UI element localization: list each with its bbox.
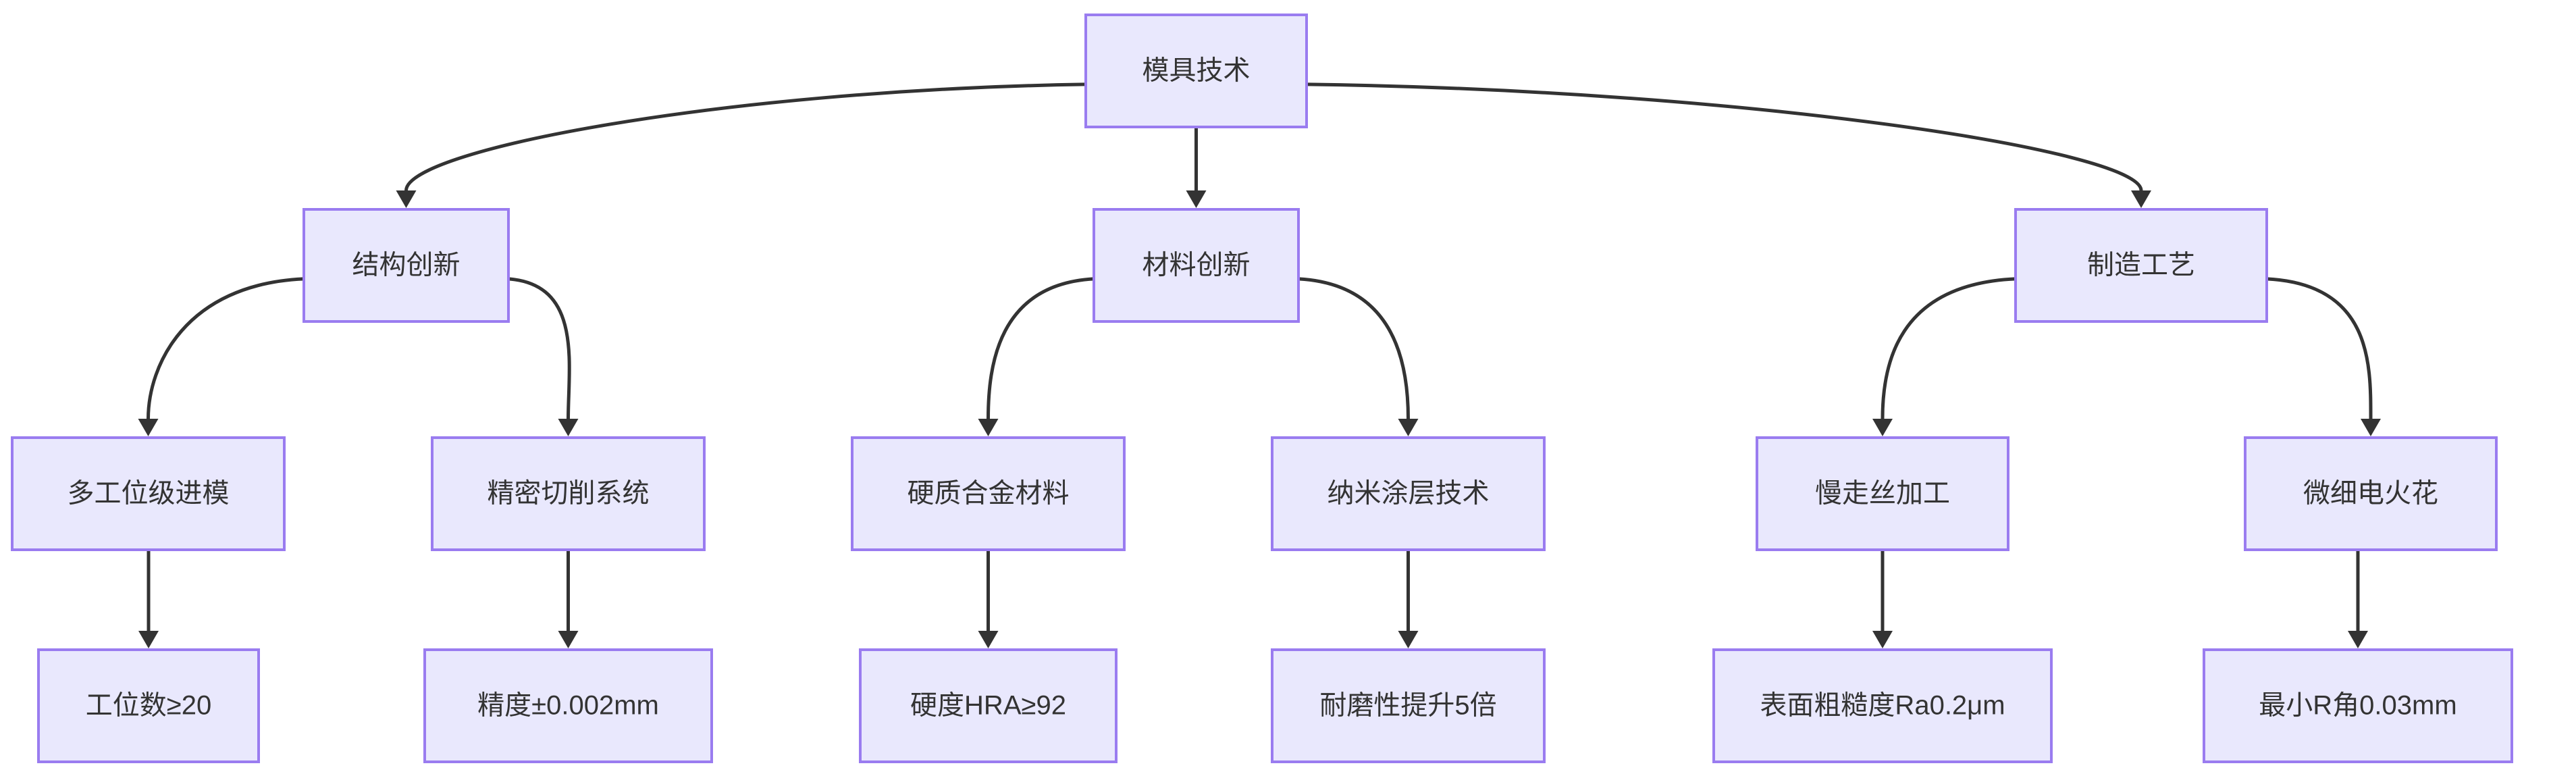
edge-n1-to-n5 — [508, 277, 579, 436]
node-label: 硬质合金材料 — [908, 479, 1070, 509]
edge-n6-to-n12 — [978, 550, 999, 648]
node-box[interactable] — [1271, 648, 1546, 763]
arrowhead-icon — [2131, 190, 2151, 208]
node-box[interactable] — [1756, 436, 2009, 551]
arrowhead-icon — [1186, 190, 1207, 208]
edge-n2-to-n7 — [1298, 277, 1419, 436]
node-label: 纳米涂层技术 — [1328, 479, 1490, 509]
edge-n1-to-n4 — [138, 277, 305, 436]
edge-line — [404, 82, 1086, 191]
node-label: 材料创新 — [1142, 251, 1251, 280]
edge-n5-to-n11 — [558, 550, 579, 648]
node-label: 精密切削系统 — [488, 479, 650, 509]
edge-n3-to-n8 — [1872, 277, 2016, 436]
node-label: 最小R角0.03mm — [2259, 691, 2456, 721]
node-n9[interactable]: 微细电火花 — [2244, 436, 2498, 551]
node-n6[interactable]: 硬质合金材料 — [851, 436, 1126, 551]
node-n8[interactable]: 慢走丝加工 — [1756, 436, 2009, 551]
arrowhead-icon — [1872, 631, 1893, 648]
edge-n4-to-n10 — [138, 550, 159, 648]
node-n12[interactable]: 硬度HRA≥92 — [859, 648, 1118, 763]
node-n7[interactable]: 纳米涂层技术 — [1271, 436, 1546, 551]
node-box[interactable] — [1712, 648, 2053, 763]
node-label: 结构创新 — [352, 251, 461, 280]
edge-line — [1881, 277, 2016, 419]
edge-line — [2266, 277, 2373, 419]
arrowhead-icon — [978, 419, 999, 436]
node-label: 微细电火花 — [2303, 479, 2438, 509]
arrowhead-icon — [138, 631, 159, 648]
edge-n7-to-n13 — [1398, 550, 1419, 648]
edge-line — [508, 277, 571, 419]
node-n11[interactable]: 精度±0.002mm — [423, 648, 713, 763]
edge-n2-to-n6 — [978, 277, 1095, 436]
node-n1[interactable]: 结构创新 — [303, 208, 510, 323]
node-box[interactable] — [851, 436, 1126, 551]
edge-line — [1306, 82, 2143, 191]
node-n0[interactable]: 模具技术 — [1084, 14, 1308, 128]
node-box[interactable] — [2014, 208, 2268, 323]
node-box[interactable] — [431, 436, 706, 551]
node-label: 制造工艺 — [2087, 251, 2195, 280]
node-label: 精度±0.002mm — [477, 691, 659, 721]
node-n3[interactable]: 制造工艺 — [2014, 208, 2268, 323]
node-label: 工位数≥20 — [86, 691, 211, 721]
edge-line — [147, 277, 305, 419]
node-n14[interactable]: 表面粗糙度Ra0.2μm — [1712, 648, 2053, 763]
arrowhead-icon — [138, 419, 159, 436]
arrowhead-icon — [558, 419, 579, 436]
edge-n3-to-n9 — [2266, 277, 2381, 436]
node-n4[interactable]: 多工位级进模 — [11, 436, 286, 551]
edge-n9-to-n15 — [2348, 550, 2368, 648]
edge-n0-to-n3 — [1306, 82, 2151, 208]
edge-line — [1298, 277, 1410, 419]
arrowhead-icon — [558, 631, 579, 648]
node-box[interactable] — [1271, 436, 1546, 551]
node-box[interactable] — [1084, 14, 1308, 128]
node-label: 表面粗糙度Ra0.2μm — [1760, 691, 2005, 721]
edge-n0-to-n1 — [396, 82, 1086, 208]
arrowhead-icon — [978, 631, 999, 648]
node-box[interactable] — [303, 208, 510, 323]
node-n5[interactable]: 精密切削系统 — [431, 436, 706, 551]
node-box[interactable] — [37, 648, 260, 763]
node-n10[interactable]: 工位数≥20 — [37, 648, 260, 763]
edges-layer — [138, 82, 2381, 648]
node-n13[interactable]: 耐磨性提升5倍 — [1271, 648, 1546, 763]
edge-line — [987, 277, 1095, 419]
edge-n0-to-n2 — [1186, 127, 1207, 208]
node-label: 模具技术 — [1142, 56, 1251, 86]
node-box[interactable] — [2203, 648, 2513, 763]
node-n15[interactable]: 最小R角0.03mm — [2203, 648, 2513, 763]
arrowhead-icon — [2361, 419, 2381, 436]
node-box[interactable] — [423, 648, 713, 763]
arrowhead-icon — [1872, 419, 1893, 436]
node-box[interactable] — [2244, 436, 2498, 551]
node-n2[interactable]: 材料创新 — [1093, 208, 1300, 323]
arrowhead-icon — [1398, 631, 1419, 648]
node-box[interactable] — [1093, 208, 1300, 323]
edge-n8-to-n14 — [1872, 550, 1893, 648]
arrowhead-icon — [2348, 631, 2368, 648]
node-label: 硬度HRA≥92 — [910, 691, 1066, 721]
arrowhead-icon — [1398, 419, 1419, 436]
node-label: 多工位级进模 — [68, 479, 230, 509]
arrowhead-icon — [396, 190, 417, 208]
node-box[interactable] — [859, 648, 1118, 763]
node-box[interactable] — [11, 436, 286, 551]
node-label: 慢走丝加工 — [1815, 479, 1950, 509]
node-label: 耐磨性提升5倍 — [1319, 691, 1496, 721]
